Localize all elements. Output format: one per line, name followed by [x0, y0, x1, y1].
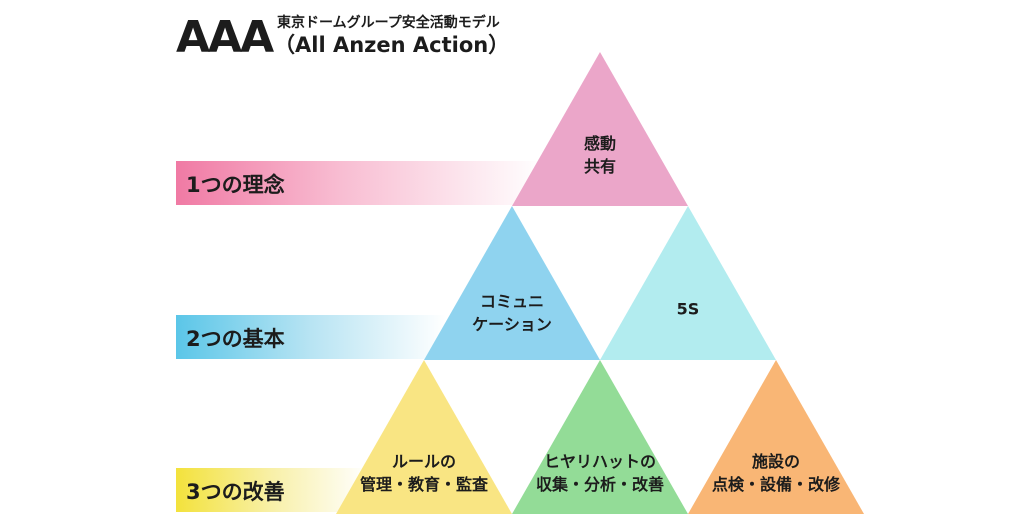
- level-3-band: [176, 468, 368, 512]
- triangle-bottom-middle: [512, 360, 688, 514]
- triangle-top-label: 感動 共有: [584, 132, 616, 178]
- triangle-bottom-left-line-2: 管理・教育・監査: [359, 475, 489, 494]
- triangle-top: [512, 52, 688, 206]
- level-1-band: [176, 161, 542, 205]
- triangle-bottom-right-line-2: 点検・設備・改修: [711, 475, 841, 494]
- triangle-bottom-middle-line-1: ヒヤリハットの: [543, 452, 657, 471]
- triangle-top-line-2: 共有: [583, 157, 617, 176]
- triangle-bottom-left: [336, 360, 512, 514]
- subtitle-english: （All Anzen Action）: [274, 33, 510, 57]
- level-1-label: 1つの理念: [186, 173, 285, 197]
- triangle-bottom-right-line-1: 施設の: [751, 452, 801, 471]
- subtitle-japanese: 東京ドームグループ安全活動モデル: [277, 15, 500, 31]
- triangle-middle-left: [424, 206, 600, 360]
- triangle-bottom-right: [688, 360, 864, 514]
- triangle-middle-right-line-1: 5S: [676, 299, 700, 319]
- level-2-label: 2つの基本: [186, 327, 285, 351]
- triangle-bottom-left-line-1: ルールの: [391, 452, 457, 471]
- level-3-label: 3つの改善: [186, 480, 285, 504]
- triangle-bottom-middle-line-2: 収集・分析・改善: [535, 475, 665, 494]
- triangle-middle-left-line-2: ケーション: [472, 315, 552, 334]
- triangle-middle-right: [600, 206, 776, 360]
- triangle-middle-left-label: コミュニ ケーション: [472, 290, 552, 336]
- triangle-top-line-1: 感動: [583, 134, 617, 153]
- triangle-middle-right-label: 5S: [677, 298, 700, 321]
- triangle-middle-left-line-1: コミュニ: [479, 292, 544, 311]
- aaa-logo: AAA: [176, 12, 274, 63]
- triangle-bottom-middle-label: ヒヤリハットの 収集・分析・改善: [536, 450, 664, 496]
- triangle-bottom-right-label: 施設の 点検・設備・改修: [712, 450, 840, 496]
- level-2-band: [176, 315, 446, 359]
- triangle-bottom-left-label: ルールの 管理・教育・監査: [360, 450, 488, 496]
